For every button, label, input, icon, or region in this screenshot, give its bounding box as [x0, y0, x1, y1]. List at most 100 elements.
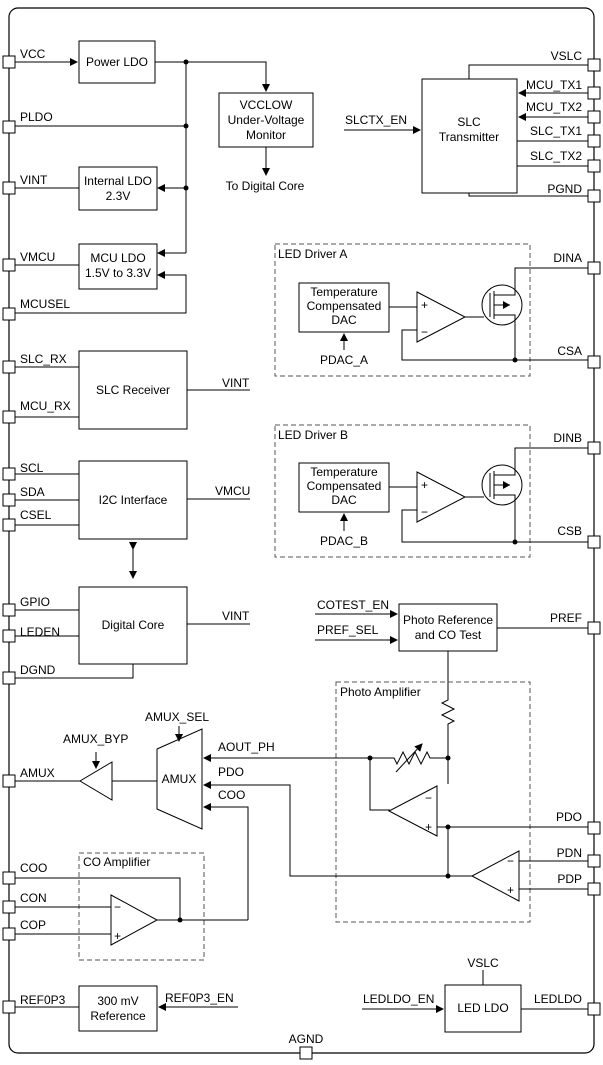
slc-transmitter-block — [421, 78, 518, 194]
opamp-minus: − — [114, 900, 121, 914]
photo-ref-label-1: Photo Reference — [403, 613, 493, 627]
opamp-plus: + — [114, 929, 121, 943]
internal-ldo-label-1: Internal LDO — [84, 174, 152, 188]
pin-sda[interactable] — [2, 493, 16, 507]
pin-label-ledldo: LEDLDO — [534, 992, 582, 1006]
pin-vcc[interactable] — [2, 55, 16, 69]
reference-section: 300 mV Reference REF0P3_EN — [15, 985, 238, 1032]
pin-dgnd[interactable] — [2, 671, 16, 685]
slc-tx-label-1: SLC — [457, 115, 481, 129]
pin-ledldo[interactable] — [587, 1002, 601, 1016]
pin-amux[interactable] — [2, 774, 16, 788]
pin-pdp[interactable] — [587, 882, 601, 896]
photo-amplifier-section: Photo Amplifier − + − + PDO AOUT_PH — [203, 681, 588, 923]
pin-coo[interactable] — [2, 871, 16, 885]
pin-pdo[interactable] — [587, 821, 601, 835]
pin-ref0p3[interactable] — [2, 1000, 16, 1014]
pin-label-dinb: DINB — [553, 431, 582, 445]
pin-cop[interactable] — [2, 927, 16, 941]
pin-pref[interactable] — [587, 621, 601, 635]
cotest-en-label: COTEST_EN — [317, 598, 389, 612]
dac-b-label-2: Compensated — [307, 479, 382, 493]
pdo-signal-label: PDO — [218, 765, 244, 779]
led-driver-a-title: LED Driver A — [278, 247, 347, 261]
vcclow-label-1: VCCLOW — [240, 98, 293, 112]
pin-vslc[interactable] — [587, 58, 601, 72]
pin-pdn[interactable] — [587, 854, 601, 868]
pin-label-vcc: VCC — [20, 47, 46, 61]
wire-vslc — [468, 64, 588, 79]
pin-pgnd[interactable] — [587, 189, 601, 203]
pin-label-csa: CSA — [557, 344, 582, 358]
pin-csel[interactable] — [2, 518, 16, 532]
pin-pldo[interactable] — [2, 120, 16, 134]
pin-mcusel[interactable] — [2, 307, 16, 321]
pin-label-coo: COO — [20, 861, 47, 875]
pin-label-leden: LEDEN — [20, 625, 60, 639]
power-section: Power LDO VCCLOW Under-Voltage Monitor T… — [15, 40, 314, 314]
pin-leden[interactable] — [2, 629, 16, 643]
power-ldo-block — [78, 40, 156, 84]
ref0p3-en-label: REF0P3_EN — [165, 991, 234, 1005]
photo-amplifier-title: Photo Amplifier — [340, 685, 421, 699]
rx-vint-label: VINT — [222, 376, 250, 390]
co-amplifier-title: CO Amplifier — [83, 855, 150, 869]
pdac-b-label: PDAC_B — [320, 534, 368, 548]
pin-label-slc-tx2: SLC_TX2 — [530, 149, 582, 163]
dac-a-label-2: Compensated — [307, 299, 382, 313]
pin-scl[interactable] — [2, 467, 16, 481]
pin-con[interactable] — [2, 900, 16, 914]
pin-slc-tx2[interactable] — [587, 159, 601, 173]
amux-label: AMUX — [162, 772, 197, 786]
pin-gpio[interactable] — [2, 603, 16, 617]
pin-csa[interactable] — [587, 355, 601, 369]
slc-receiver-block — [78, 350, 188, 430]
pin-agnd[interactable] — [299, 1046, 313, 1060]
led-ldo-label: LED LDO — [457, 1001, 508, 1015]
pin-label-cop: COP — [20, 918, 46, 932]
pin-label-mcusel: MCUSEL — [20, 297, 70, 311]
power-ldo-label: Power LDO — [86, 55, 148, 69]
pin-mcu-rx[interactable] — [2, 410, 16, 424]
amux-block — [156, 728, 203, 830]
slc-transmitter-section: SLC Transmitter SLCTX_EN — [344, 64, 588, 197]
pin-mcu-tx2[interactable] — [587, 110, 601, 124]
reference-label-2: Reference — [90, 1009, 146, 1023]
pin-mcu-tx1[interactable] — [587, 86, 601, 100]
junction-dot — [177, 917, 183, 923]
opamp-minus: − — [507, 854, 514, 868]
mcu-ldo-label-1: MCU LDO — [90, 251, 145, 265]
wire-to-vcclow — [155, 61, 270, 92]
opamp-minus: − — [421, 325, 428, 339]
pin-dinb[interactable] — [587, 441, 601, 455]
pin-vmcu[interactable] — [2, 258, 16, 272]
pin-slc-rx[interactable] — [2, 360, 16, 374]
wire-dina — [494, 267, 588, 296]
pin-vint[interactable] — [2, 181, 16, 195]
opamp-co — [110, 894, 159, 946]
wire-coo — [15, 877, 181, 920]
pin-csb[interactable] — [587, 535, 601, 549]
led-driver-b-title: LED Driver B — [278, 428, 348, 442]
mcu-ldo-block — [78, 243, 158, 290]
pin-slc-tx1[interactable] — [587, 134, 601, 148]
core-vint-label: VINT — [222, 609, 250, 623]
pin-label-vmcu: VMCU — [20, 250, 55, 264]
resistor-variable — [370, 750, 448, 766]
pin-label-scl: SCL — [20, 461, 44, 475]
pin-label-agnd: AGND — [289, 1032, 324, 1046]
pin-label-pldo: PLDO — [20, 110, 53, 124]
pin-label-pdp: PDP — [557, 872, 582, 886]
aout-ph-label: AOUT_PH — [218, 740, 275, 754]
pdac-a-label: PDAC_A — [320, 353, 368, 367]
amux-byp-label: AMUX_BYP — [63, 732, 128, 746]
vcclow-label-2: Under-Voltage — [228, 113, 305, 127]
opamp-a — [416, 291, 467, 343]
opamp-plus: + — [507, 883, 514, 897]
led-vslc-label: VSLC — [467, 956, 499, 970]
right-pin-labels: VSLC MCU_TX1 MCU_TX2 SLC_TX1 SLC_TX2 PGN… — [526, 49, 582, 1006]
opamp-minus: − — [425, 791, 432, 805]
opamp-plus: + — [425, 820, 432, 834]
pin-dina[interactable] — [587, 261, 601, 275]
